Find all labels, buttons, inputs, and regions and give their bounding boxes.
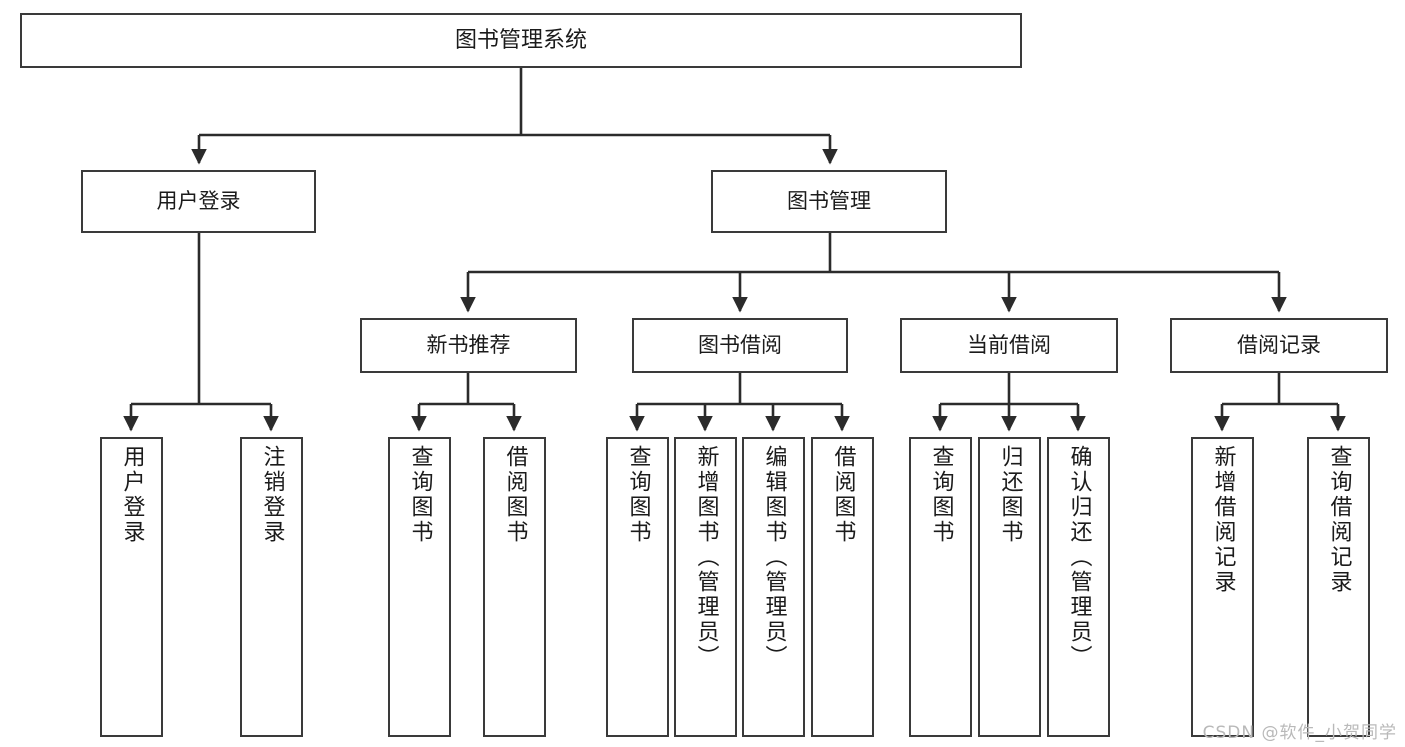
node-book-borrow[interactable]: 图书借阅 <box>632 318 848 373</box>
leaf-new-book-borrow-book[interactable]: 借阅图书 <box>483 437 546 737</box>
node-label: 查询图书 <box>625 445 651 545</box>
watermark-text: CSDN @软件_小贺同学 <box>1202 723 1397 743</box>
node-label: 新书推荐 <box>426 333 511 358</box>
leaf-borrow-query-book[interactable]: 查询图书 <box>606 437 669 737</box>
node-user-login[interactable]: 用户登录 <box>81 170 316 233</box>
node-label: 用户登录 <box>119 445 145 545</box>
node-label: 图书管理 <box>787 189 871 214</box>
node-label: 查询图书 <box>407 445 433 545</box>
leaf-record-query-borrow-record[interactable]: 查询借阅记录 <box>1307 437 1370 737</box>
leaf-current-query-book[interactable]: 查询图书 <box>909 437 972 737</box>
leaf-current-return-book[interactable]: 归还图书 <box>978 437 1041 737</box>
node-label: 当前借阅 <box>967 333 1051 358</box>
node-label: 查询图书 <box>928 445 954 545</box>
node-current-borrow[interactable]: 当前借阅 <box>900 318 1118 373</box>
node-label: 确认归还（管理员） <box>1066 445 1092 670</box>
leaf-user-login-login[interactable]: 用户登录 <box>100 437 163 737</box>
leaf-borrow-add-book-admin[interactable]: 新增图书（管理员） <box>674 437 737 737</box>
leaf-new-book-query-book[interactable]: 查询图书 <box>388 437 451 737</box>
node-label: 借阅图书 <box>830 445 856 545</box>
node-label: 图书管理系统 <box>454 27 587 53</box>
node-label: 查询借阅记录 <box>1326 445 1352 595</box>
node-label: 借阅记录 <box>1237 333 1321 358</box>
node-label: 借阅图书 <box>502 445 528 545</box>
node-borrow-record[interactable]: 借阅记录 <box>1170 318 1388 373</box>
node-label: 新增图书（管理员） <box>693 445 719 670</box>
node-label: 图书借阅 <box>698 333 782 358</box>
leaf-record-add-borrow-record[interactable]: 新增借阅记录 <box>1191 437 1254 737</box>
node-label: 注销登录 <box>259 445 285 545</box>
node-label: 新增借阅记录 <box>1210 445 1236 595</box>
leaf-user-login-logout[interactable]: 注销登录 <box>240 437 303 737</box>
node-new-book-recommendation[interactable]: 新书推荐 <box>360 318 577 373</box>
node-book-management[interactable]: 图书管理 <box>711 170 947 233</box>
node-label: 用户登录 <box>156 189 241 214</box>
leaf-borrow-edit-book-admin[interactable]: 编辑图书（管理员） <box>742 437 805 737</box>
leaf-current-confirm-return-admin[interactable]: 确认归还（管理员） <box>1047 437 1110 737</box>
node-label: 编辑图书（管理员） <box>761 445 787 670</box>
node-label: 归还图书 <box>997 445 1023 545</box>
leaf-borrow-borrow-book[interactable]: 借阅图书 <box>811 437 874 737</box>
node-root-book-management-system[interactable]: 图书管理系统 <box>20 13 1022 68</box>
